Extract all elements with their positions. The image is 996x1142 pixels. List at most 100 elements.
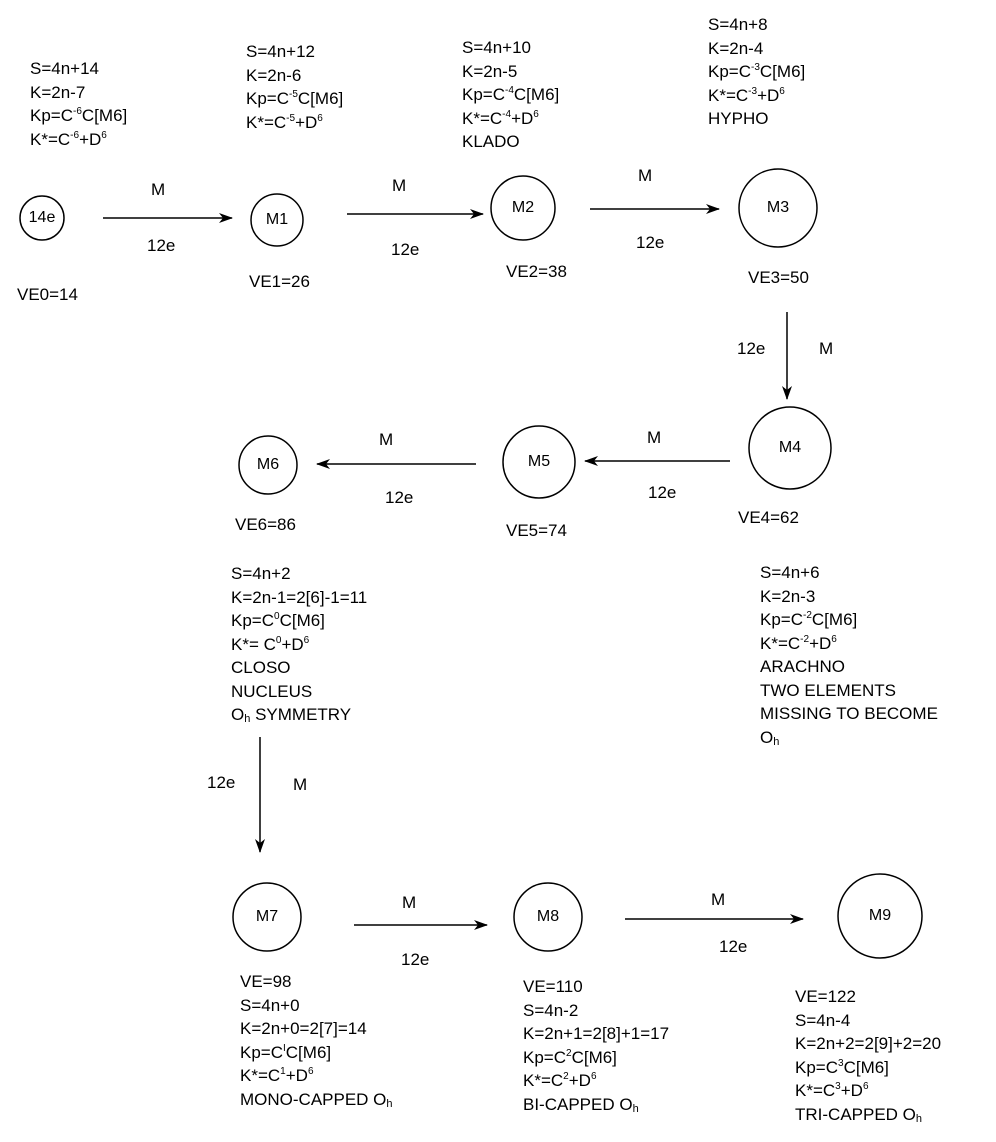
edge-6-left-label: 12e	[207, 773, 236, 792]
edge-3-right-label: M	[819, 339, 834, 358]
node-m3-circle	[738, 168, 818, 248]
node-m8-label: M8	[536, 908, 560, 925]
kp-formula: Kp=CIC[M6]	[240, 1042, 332, 1062]
k-formula: K=2n-4	[708, 38, 764, 58]
k-formula: K=2n-6	[246, 65, 302, 85]
kp-formula: Kp=C-3C[M6]	[708, 62, 806, 81]
cluster-type: HYPHO	[708, 109, 769, 128]
info-block-m6: S=4n+2 K=2n-1=2[6]-1=11 Kp=C0C[M6] K*= C…	[231, 562, 367, 727]
edge-3-left-label: 12e	[737, 339, 766, 358]
ve2-label: VE2=38	[506, 262, 567, 281]
cluster-type: TRI-CAPPED Oh	[795, 1104, 923, 1125]
s-formula: S=4n+14	[30, 59, 100, 78]
ve4-label: VE4=62	[738, 508, 799, 527]
node-14e-label: 14e	[28, 209, 56, 226]
cluster-type: BI-CAPPED Oh	[523, 1094, 639, 1115]
edge-0-bottom-label: 12e	[147, 236, 176, 255]
kp-formula: Kp=C3C[M6]	[795, 1057, 889, 1077]
info-block-m4: S=4n+6 K=2n-3 Kp=C-2C[M6] K*=C-2+D6 ARAC…	[760, 561, 938, 749]
ve3-label: VE3=50	[748, 268, 809, 287]
s-formula: S=4n+2	[231, 564, 291, 583]
node-m9-label: M9	[868, 907, 892, 924]
node-m5-circle	[502, 425, 576, 499]
k-formula: K=2n+1=2[8]+1=17	[523, 1024, 670, 1043]
ve-label: VE=110	[523, 977, 583, 996]
ve0-label: VE0=14	[17, 285, 78, 304]
ve6-label: VE6=86	[235, 515, 296, 534]
edge-4-bottom-label: 12e	[648, 483, 677, 502]
symmetry-label: Oh	[760, 727, 780, 748]
k-formula: K=2n-5	[462, 61, 518, 81]
ve-label: VE=98	[240, 972, 292, 991]
info-block-14e: S=4n+14 K=2n-7 Kp=C-6C[M6] K*=C-6+D6	[30, 57, 127, 151]
kstar-formula: K*=C-2+D6	[760, 633, 837, 653]
k-formula: K=2n-1=2[6]-1=11	[231, 587, 368, 607]
edge-0-top-label: M	[151, 180, 166, 199]
cluster-type: KLADO	[462, 132, 520, 151]
kp-formula: Kp=C-5C[M6]	[246, 89, 344, 108]
kstar-formula: K*=C-4+D6	[462, 108, 539, 128]
edge-7-top-label: M	[402, 893, 417, 912]
edge-1-top-label: M	[392, 176, 407, 195]
kp-formula: Kp=C0C[M6]	[231, 611, 325, 630]
s-formula: S=4n+12	[246, 42, 316, 61]
kp-formula: Kp=C-4C[M6]	[462, 85, 560, 104]
kstar-formula: K*=C1+D6	[240, 1066, 314, 1085]
node-m7-label: M7	[255, 908, 279, 925]
node-m8-circle	[513, 882, 583, 952]
edge-8-top-label: M	[711, 890, 726, 909]
kstar-formula: K*=C2+D6	[523, 1071, 597, 1090]
node-m4-label: M4	[778, 439, 802, 456]
info-block-m2: S=4n+10 K=2n-5 Kp=C-4C[M6] K*=C-4+D6 KLA…	[462, 36, 559, 154]
s-formula: S=4n-4	[795, 1010, 851, 1030]
node-m7-circle	[232, 882, 302, 952]
node-m9-circle	[837, 873, 923, 959]
node-m1-circle	[250, 193, 304, 247]
ve1-label: VE1=26	[249, 272, 310, 291]
s-formula: S=4n+6	[760, 563, 820, 582]
edge-5-bottom-label: 12e	[385, 488, 414, 507]
edge-5-top-label: M	[379, 430, 394, 449]
node-14e-circle	[19, 195, 65, 241]
edge-8-bottom-label: 12e	[719, 937, 748, 956]
node-m5-label: M5	[527, 453, 551, 470]
cluster-type: MONO-CAPPED Oh	[240, 1089, 393, 1110]
kstar-formula: K*=C-3+D6	[708, 85, 785, 105]
ve5-label: VE5=74	[506, 521, 567, 540]
k-formula: K=2n-7	[30, 82, 86, 102]
kstar-formula: K*=C-5+D6	[246, 112, 323, 132]
note-line: MISSING TO BECOME	[760, 704, 938, 723]
node-m3-label: M3	[766, 199, 790, 216]
k-formula: K=2n-3	[760, 586, 816, 606]
s-formula: S=4n+8	[708, 15, 768, 34]
note-line: NUCLEUS	[231, 681, 313, 701]
kp-formula: Kp=C2C[M6]	[523, 1047, 617, 1067]
s-formula: S=4n+10	[462, 38, 532, 57]
node-m1-label: M1	[265, 211, 289, 228]
s-formula: S=4n-2	[523, 1000, 579, 1020]
k-formula: K=2n+2=2[9]+2=20	[795, 1034, 942, 1053]
info-block-m1: S=4n+12 K=2n-6 Kp=C-5C[M6] K*=C-5+D6	[246, 40, 343, 134]
node-m2-label: M2	[511, 199, 535, 216]
edge-6-right-label: M	[293, 775, 308, 794]
k-formula: K=2n+0=2[7]=14	[240, 1019, 367, 1038]
s-formula: S=4n+0	[240, 995, 300, 1015]
cluster-type: ARACHNO	[760, 657, 846, 676]
info-block-m8: VE=110 S=4n-2 K=2n+1=2[8]+1=17 Kp=C2C[M6…	[523, 975, 669, 1116]
kp-formula: Kp=C-6C[M6]	[30, 106, 128, 125]
kp-formula: Kp=C-2C[M6]	[760, 610, 858, 629]
node-m6-label: M6	[256, 456, 280, 473]
node-m6-circle	[238, 435, 298, 495]
info-block-m3: S=4n+8 K=2n-4 Kp=C-3C[M6] K*=C-3+D6 HYPH…	[708, 13, 805, 131]
cluster-type: CLOSO	[231, 658, 291, 677]
info-block-m7: VE=98 S=4n+0 K=2n+0=2[7]=14 Kp=CIC[M6] K…	[240, 970, 393, 1111]
note-line: TWO ELEMENTS	[760, 680, 897, 700]
symmetry-label: Oh SYMMETRY	[231, 705, 352, 725]
kstar-formula: K*= C0+D6	[231, 634, 310, 654]
kstar-formula: K*=C3+D6	[795, 1081, 869, 1100]
edge-2-top-label: M	[638, 166, 653, 185]
edge-2-bottom-label: 12e	[636, 233, 665, 252]
node-m2-circle	[490, 175, 556, 241]
ve-label: VE=122	[795, 987, 856, 1006]
